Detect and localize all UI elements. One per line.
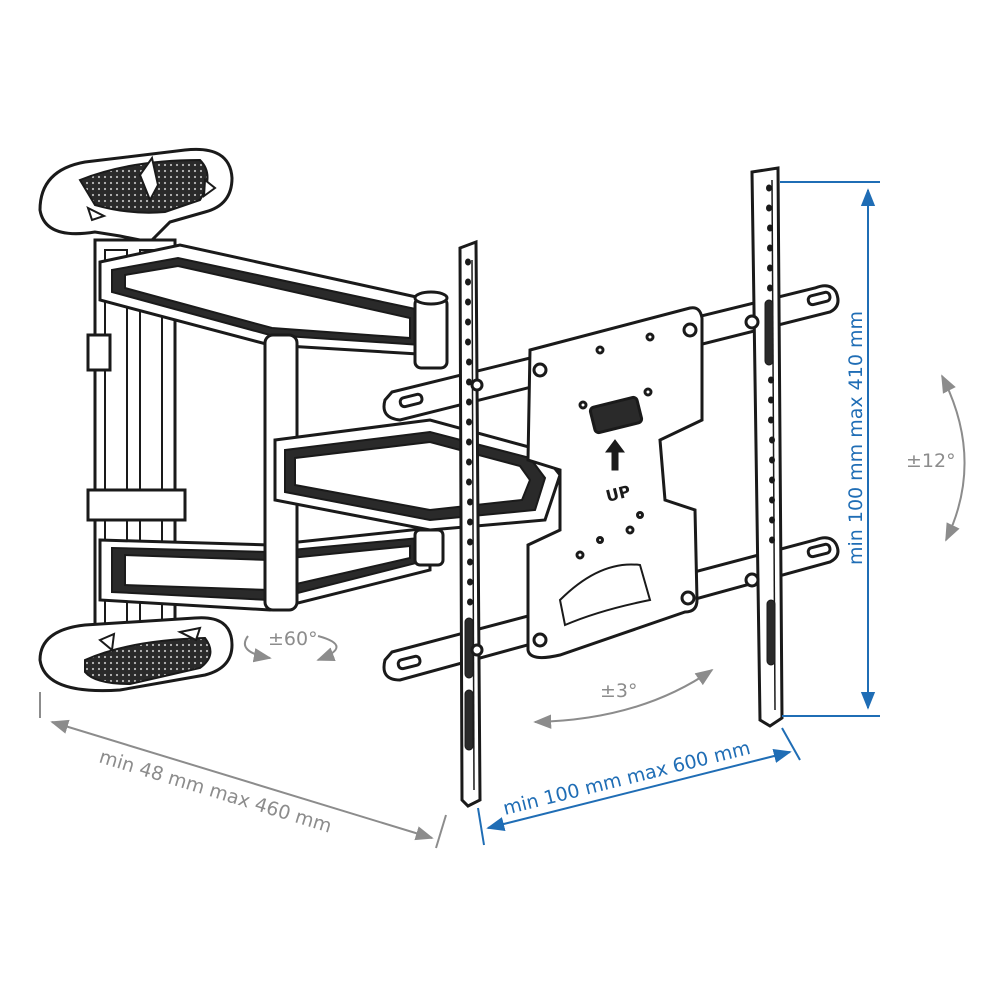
rotation-label: ±3° [600,680,638,702]
vesa-horizontal-label: min 100 mm max 600 mm [501,737,753,820]
tilt-label: ±12° [906,450,956,472]
center-vesa-plate [526,306,704,660]
articulating-arms [98,243,562,612]
vesa-horizontal-dimension [477,727,801,846]
swivel-indicator [243,635,338,663]
vertical-bracket-left [458,239,484,808]
arm-extension-label: min 48 mm max 460 mm [97,746,335,838]
vesa-vertical-dimension [780,181,880,717]
tilt-indicator [941,374,966,542]
vesa-vertical-label: min 100 mm max 410 mm [845,311,867,565]
arm-extension-dimension [39,692,447,849]
vertical-bracket-right [744,166,784,728]
swivel-label: ±60° [268,628,318,650]
rotation-indicator [533,668,714,729]
wall-plate [38,147,234,693]
